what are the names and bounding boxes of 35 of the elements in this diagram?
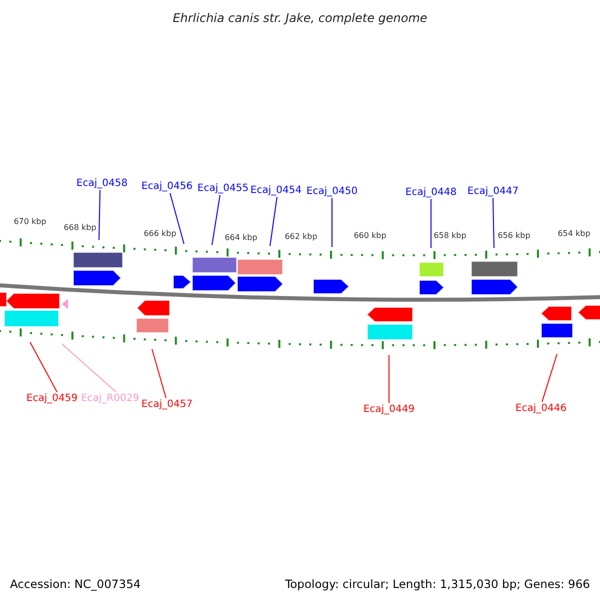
leader-line	[270, 196, 278, 246]
gene-label: Ecaj_0448	[405, 186, 457, 199]
scale-label: 654 kbp	[558, 229, 590, 239]
footer-text: Topology: circular; Length: 1,315,030 bp; Genes: 966	[285, 576, 590, 593]
leader-line	[212, 194, 220, 246]
scale-label: 666 kbp	[144, 229, 176, 239]
footer-text: Accession: NC_007354	[10, 576, 141, 593]
leader-line	[542, 354, 558, 402]
leader-line	[30, 342, 58, 392]
gene-label: Ecaj_0447	[467, 185, 519, 198]
scale-label: 668 kbp	[64, 223, 96, 233]
gene-label: Ecaj_0454	[250, 184, 302, 197]
gene-label: Ecaj_0446	[515, 402, 567, 415]
gene-label: Ecaj_0455	[197, 182, 249, 195]
leader-line	[152, 348, 166, 398]
gene-label: Ecaj_0456	[141, 180, 193, 193]
gene-label: Ecaj_0450	[306, 185, 358, 198]
gene-label: Ecaj_R0029	[80, 392, 140, 405]
scale-label: 664 kbp	[224, 233, 258, 243]
gene-label: Ecaj_0458	[76, 177, 128, 190]
gene-label: Ecaj_0459	[26, 392, 78, 405]
leader-line	[170, 192, 184, 244]
gene-label: Ecaj_0449	[363, 403, 415, 416]
leader-line	[388, 354, 390, 404]
leader-line	[62, 344, 116, 392]
scale-label: 658 kbp	[434, 231, 466, 241]
scale-label: 656 kbp	[498, 231, 530, 241]
map-title: Ehrlichia canis str. Jake, complete genome	[172, 10, 428, 27]
leader-line	[430, 198, 432, 248]
scale-label: 662 kbp	[284, 232, 318, 242]
gene-label: Ecaj_0457	[141, 398, 193, 411]
scale-label: 670 kbp	[14, 217, 46, 227]
leader-line	[98, 190, 100, 240]
scale-label: 660 kbp	[354, 231, 386, 241]
leader-line	[492, 198, 494, 248]
